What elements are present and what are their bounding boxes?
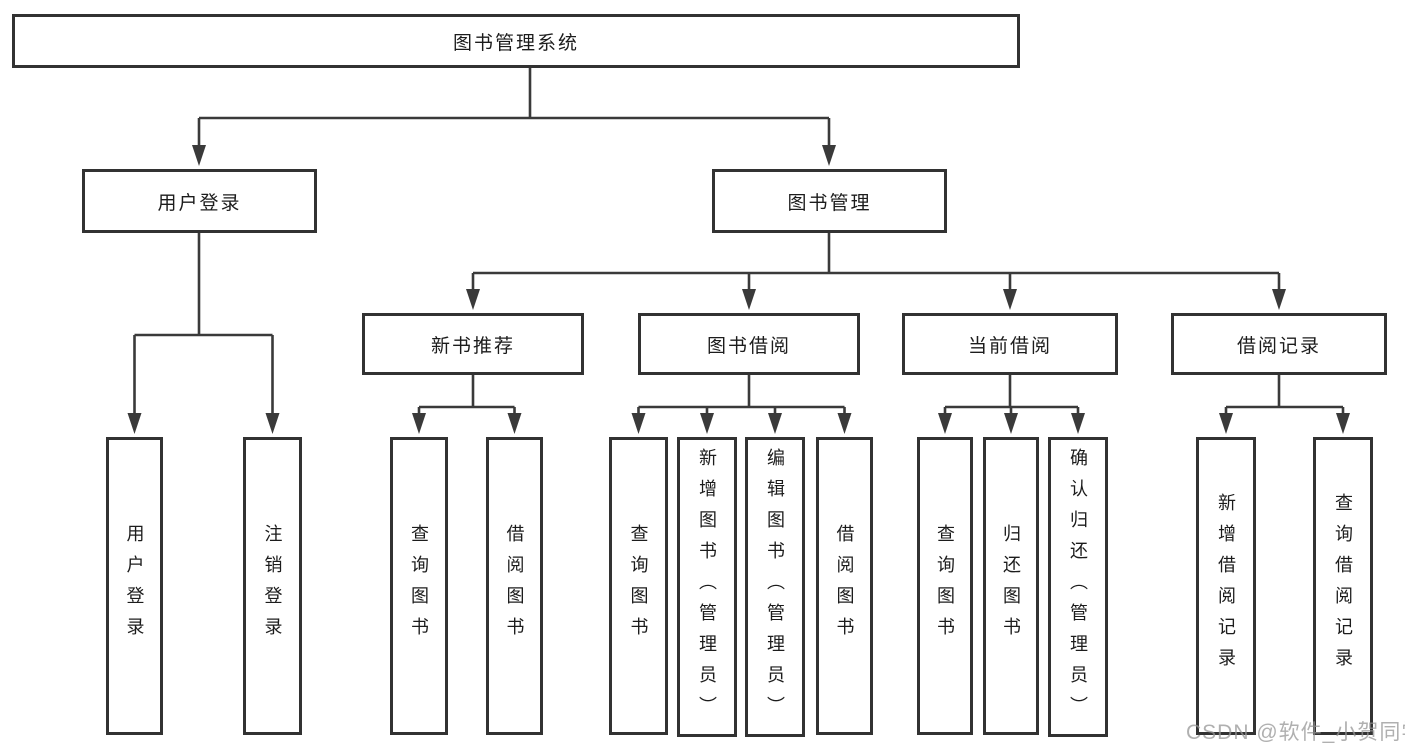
node-label: 用户登录 bbox=[124, 524, 145, 648]
leaf-edit-book-admin: 编辑图书（管理员） bbox=[745, 437, 805, 737]
leaf-query-books-recommend: 查询图书 bbox=[390, 437, 448, 735]
leaf-return-book: 归还图书 bbox=[983, 437, 1039, 735]
leaf-user-login: 用户登录 bbox=[106, 437, 163, 735]
leaf-query-borrow-record: 查询借阅记录 bbox=[1313, 437, 1373, 735]
node-label: 查询图书 bbox=[628, 524, 649, 648]
node-new-book-recommend: 新书推荐 bbox=[362, 313, 584, 375]
node-label: 图书管理 bbox=[787, 192, 872, 214]
node-label: 归还图书 bbox=[1001, 524, 1021, 648]
node-label: 注销登录 bbox=[262, 524, 283, 648]
node-label: 查询借阅记录 bbox=[1333, 493, 1353, 679]
node-user-login: 用户登录 bbox=[82, 169, 317, 233]
node-label: 查询图书 bbox=[935, 524, 955, 648]
node-label: 借阅图书 bbox=[504, 524, 525, 648]
node-book-borrow: 图书借阅 bbox=[638, 313, 860, 375]
leaf-add-borrow-record: 新增借阅记录 bbox=[1196, 437, 1256, 735]
node-book-management: 图书管理 bbox=[712, 169, 947, 233]
node-label: 用户登录 bbox=[157, 192, 242, 214]
node-label: 确认归还（管理员） bbox=[1068, 447, 1088, 727]
leaf-borrow-books-recommend: 借阅图书 bbox=[486, 437, 543, 735]
node-label: 新书推荐 bbox=[430, 335, 515, 357]
leaf-query-books-current: 查询图书 bbox=[917, 437, 973, 735]
leaf-borrow-books: 借阅图书 bbox=[816, 437, 873, 735]
node-current-borrow: 当前借阅 bbox=[902, 313, 1118, 375]
node-borrow-records: 借阅记录 bbox=[1171, 313, 1387, 375]
node-label: 编辑图书（管理员） bbox=[765, 447, 785, 727]
node-label: 图书管理系统 bbox=[452, 32, 579, 54]
leaf-logout: 注销登录 bbox=[243, 437, 302, 735]
node-label: 当前借阅 bbox=[967, 335, 1052, 357]
node-label: 图书借阅 bbox=[706, 335, 791, 357]
node-label: 新增借阅记录 bbox=[1216, 493, 1236, 679]
node-label: 借阅记录 bbox=[1236, 335, 1321, 357]
node-label: 查询图书 bbox=[409, 524, 429, 648]
node-library-management-system: 图书管理系统 bbox=[12, 14, 1020, 68]
node-label: 借阅图书 bbox=[834, 524, 855, 648]
leaf-confirm-return-admin: 确认归还（管理员） bbox=[1048, 437, 1108, 737]
leaf-query-books-borrow: 查询图书 bbox=[609, 437, 668, 735]
leaf-add-book-admin: 新增图书（管理员） bbox=[677, 437, 737, 737]
node-label: 新增图书（管理员） bbox=[697, 447, 717, 727]
csdn-watermark: CSDN @软件_小贺同学 bbox=[1186, 721, 1405, 744]
